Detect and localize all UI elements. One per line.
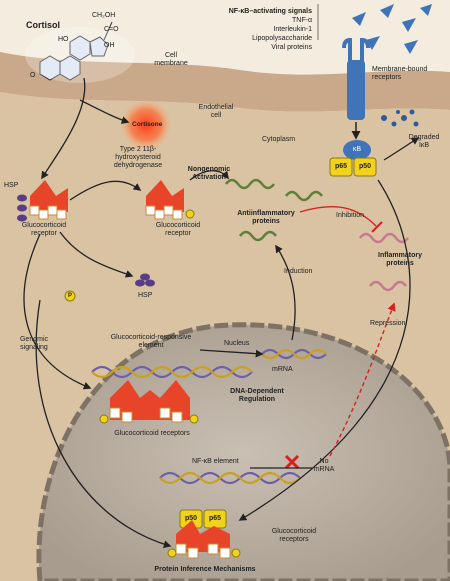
protein-coil-icon <box>225 178 323 242</box>
degraded-ikb-label: Degraded IκB <box>408 134 440 149</box>
signal-item-1: TNF-α <box>292 17 312 24</box>
signal-triangle-icon <box>352 4 432 54</box>
cortisone-icon <box>120 99 172 151</box>
hsp-free-label: HSP <box>138 292 153 299</box>
gre-label: Glucocorticoid-responsive element <box>110 334 192 349</box>
bottom-p65-label: p65 <box>208 515 222 522</box>
p65-label: p65 <box>334 163 348 170</box>
gr-mid-label: Glucocorticoid receptor <box>155 222 201 237</box>
cortisol-glow <box>25 27 135 83</box>
signal-item-2: Interleukin-1 <box>273 26 312 33</box>
inflammatory-label: Inflammatory proteins <box>378 252 422 267</box>
cortisol-ho: HO <box>58 36 69 43</box>
signal-item-3: Lipopolysaccharide <box>252 35 312 42</box>
cortisol-oh: OH <box>104 42 115 49</box>
phosphate-icon <box>64 290 76 302</box>
cytoplasm-label: Cytoplasm <box>262 136 296 143</box>
inhibition-arrow <box>299 206 377 227</box>
receptor-icon-activated <box>145 180 195 220</box>
protein-coil-inflammatory <box>359 232 409 292</box>
receptor-icon <box>17 180 68 222</box>
membrane-receptor-icon <box>342 37 370 120</box>
antiinflammatory-label: Antiinflammatory proteins <box>237 210 295 225</box>
cortisol-molecule-icon <box>39 21 113 81</box>
block-x-icon <box>284 454 300 470</box>
phosphate-label: P <box>67 293 72 299</box>
pathway-arrows <box>23 77 420 549</box>
hsp-icon <box>135 273 155 287</box>
membrane-receptors-label: Membrane-bound receptors <box>372 66 428 81</box>
cell-membrane-label: Cell membrane <box>154 52 188 67</box>
endothelial-label: Endothelial cell <box>198 104 234 119</box>
p50-label: p50 <box>358 163 372 170</box>
ikb-label: κB <box>352 146 362 153</box>
cortisol-label: Cortisol <box>26 20 61 30</box>
nuclear-gr-complex <box>99 380 199 424</box>
pim-label: Protein Inference Mechanisms <box>154 566 256 573</box>
bottom-p50-label: p50 <box>184 515 198 522</box>
induction-label: Induction <box>284 268 313 275</box>
degraded-ikb-dots <box>381 109 419 127</box>
nfkb-complex <box>329 140 377 177</box>
gr-left-label: Glucocorticoid receptor <box>21 222 67 237</box>
gr-receptors2-label: Glucocorticoid receptors <box>271 528 317 543</box>
genomic-label: Genomic signaling <box>19 336 48 351</box>
no-mrna-label: No mRNA <box>313 458 335 473</box>
bottom-nfkb-gr-complex <box>167 509 241 559</box>
dna-helix-icon <box>91 348 327 485</box>
gr-receptors-label: Glucocorticoid receptors <box>114 430 190 437</box>
nucleus-label: Nucleus <box>224 340 250 347</box>
cortisol-ch2oh: CH₂OH <box>92 12 116 19</box>
signal-item-4: Viral proteins <box>271 44 312 51</box>
enzyme-label: Type 2 11β-hydroxysteroid dehydrogenase <box>113 146 163 169</box>
repression-arrow <box>329 302 396 457</box>
mrna-label: mRNA <box>272 366 293 373</box>
nfkb-element-label: NF-κB element <box>192 458 239 465</box>
signals-title: NF-κB–activating signals <box>228 8 312 15</box>
cortisol-co: C=O <box>104 26 119 33</box>
nongenomic-label: Nongenomic Activation <box>187 166 231 181</box>
hsp-top-label: HSP <box>4 182 19 189</box>
inhibition-label: Inhibition <box>336 212 365 219</box>
cortisol-o: O <box>30 72 36 79</box>
cell-membrane-band <box>0 52 450 112</box>
ddr-label: DNA-Dependent Regulation <box>230 388 284 403</box>
inhibition-bar <box>371 221 383 233</box>
repression-label: Repression <box>370 320 406 327</box>
nucleus-region <box>36 322 450 581</box>
cortisone-label: Cortisone <box>132 121 163 128</box>
